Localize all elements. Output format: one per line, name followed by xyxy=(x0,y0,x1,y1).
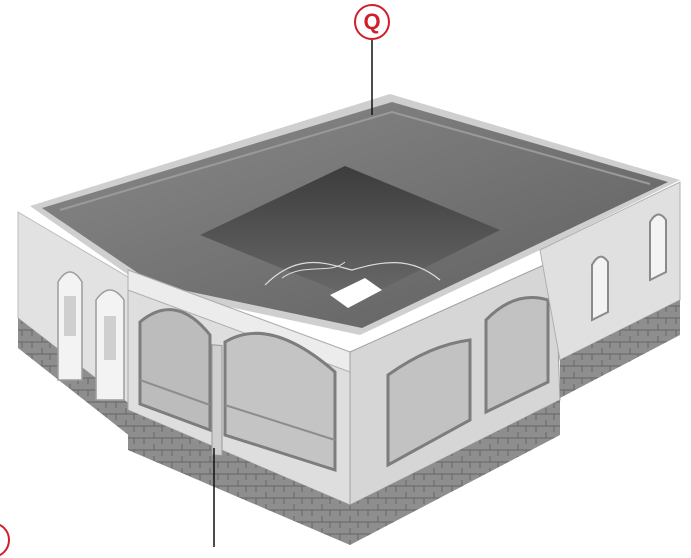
callout-q-label: Q xyxy=(363,9,381,34)
window xyxy=(386,338,472,468)
door xyxy=(95,289,125,401)
right-wall xyxy=(539,181,681,398)
window xyxy=(138,308,212,433)
corner-storefront xyxy=(349,259,561,545)
window xyxy=(223,331,337,473)
callout-q: Q xyxy=(354,4,390,40)
window xyxy=(649,213,667,282)
window xyxy=(484,296,550,415)
left-wall xyxy=(17,211,151,452)
door xyxy=(57,271,83,381)
window xyxy=(591,255,609,322)
courtyard-opening xyxy=(200,166,500,308)
storefront-wall xyxy=(127,269,351,545)
